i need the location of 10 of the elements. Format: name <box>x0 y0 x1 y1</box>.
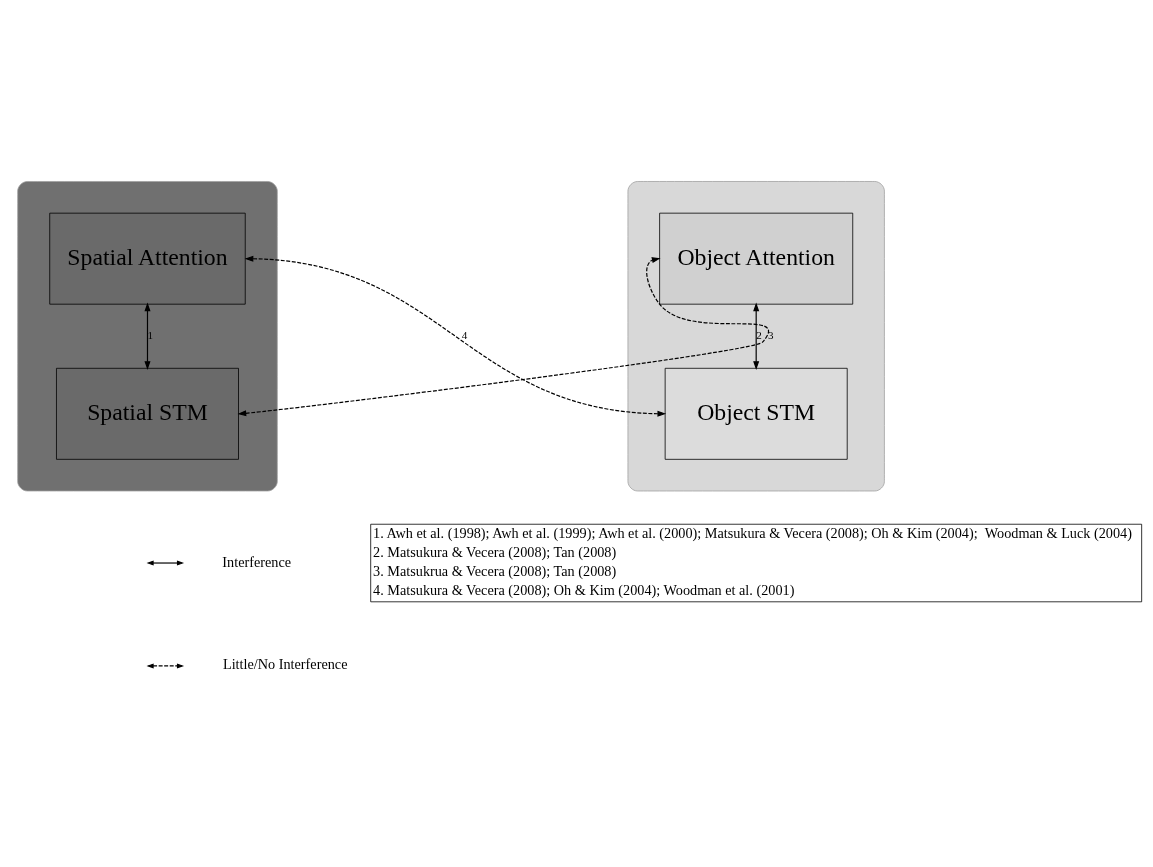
label: 2. Matsukura & Vecera (2008); Tan (2008) <box>373 543 617 560</box>
edge-label: 2 <box>756 328 762 341</box>
label: 4. Matsukura & Vecera (2008); Oh & Kim (2004); Woodman et al. (2001) <box>373 581 795 598</box>
label: 1. Awh et al. (1998); Awh et al. (1999); Awh et al. (2000); Matsukura & Vecera (2008); Oh & Kim (2004); Woodman & Luck (2004) <box>373 524 1132 541</box>
legend-label: Little/No Interference <box>222 655 348 672</box>
label: 3. Matsukrua & Vecera (2008); Tan (2008) <box>373 562 617 579</box>
legend-label: Interference <box>222 553 292 569</box>
edge-label: 1 <box>147 328 154 341</box>
edge-label: 4 <box>461 328 468 341</box>
edge-label: 3 <box>768 328 774 341</box>
